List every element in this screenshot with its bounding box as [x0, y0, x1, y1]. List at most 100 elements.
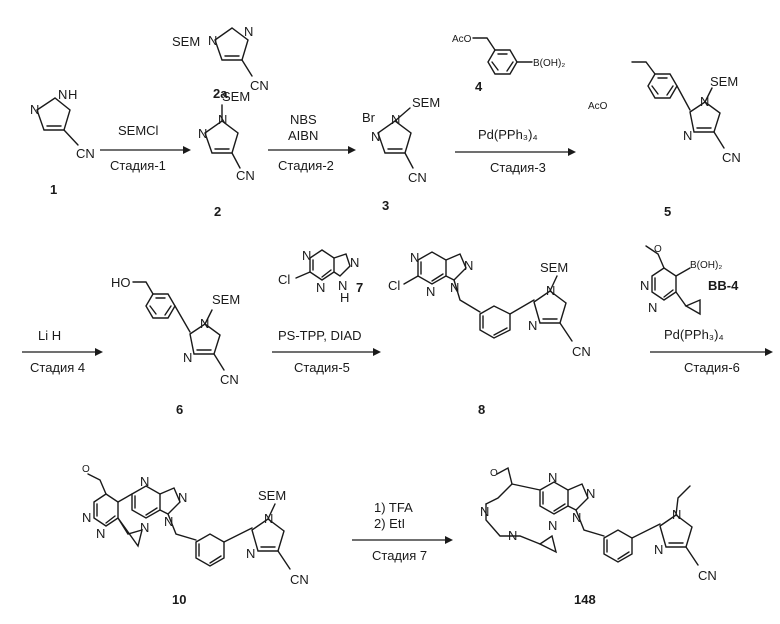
compound-148: O N N N N N N N N CN 148 [480, 468, 717, 607]
atom-n: N [480, 504, 489, 519]
compound-7: Cl N N N N H 7 [278, 248, 363, 305]
atom-cn: CN [408, 170, 427, 185]
atom-n: N [450, 280, 459, 295]
atom-aco: AcO [452, 34, 472, 45]
atom-cn: CN [220, 372, 239, 387]
atom-nh: N [58, 87, 67, 102]
compound-2-label: 2 [214, 204, 221, 219]
step-1-label: Стадия-1 [110, 158, 166, 173]
compound-8: Cl N N N N N N SEM CN 8 [388, 250, 591, 417]
compound-10-label: 10 [172, 592, 186, 607]
step-3-label: Стадия-3 [490, 160, 546, 175]
step-1: SEMCl Стадия-1 [100, 123, 191, 173]
step-4: Li H Стадия 4 [22, 328, 103, 375]
step-7-label: Стадия 7 [372, 548, 427, 563]
atom-n: N [244, 24, 253, 39]
compound-bb4: O B(OH)₂ N N BB-4 [640, 244, 739, 315]
atom-sem: SEM [212, 292, 240, 307]
atom-n: N [548, 470, 557, 485]
atom-n: N [183, 350, 192, 365]
atom-o: O [654, 244, 662, 255]
compound-4: AcO B(OH)₂ 4 [452, 34, 565, 94]
atom-sem: SEM [412, 95, 440, 110]
step-7: 1) TFA 2) EtI Стадия 7 [352, 500, 453, 563]
reagent-pd: Pd(PPh₃)₄ [478, 127, 538, 142]
atom-br: Br [362, 110, 376, 125]
atom-n: N [82, 510, 91, 525]
compound-bb4-label: BB-4 [708, 278, 739, 293]
atom-aco: AcO [588, 101, 608, 112]
atom-n: N [96, 526, 105, 541]
step-4-label: Стадия 4 [30, 360, 85, 375]
atom-n: N [586, 486, 595, 501]
atom-n: N [208, 33, 217, 48]
atom-n: N [464, 258, 473, 273]
atom-ho: HO [111, 275, 131, 290]
atom-cn: CN [722, 150, 741, 165]
atom-cn: CN [76, 146, 95, 161]
compound-2a: SEM N N CN 2a [172, 24, 269, 101]
reagent-ps-tpp: PS-TPP, DIAD [278, 328, 362, 343]
atom-n: N [683, 128, 692, 143]
atom-n: N [140, 474, 149, 489]
atom-sem: SEM [540, 260, 568, 275]
reagent-lih: Li H [38, 328, 61, 343]
atom-n: N [410, 250, 419, 265]
atom-n: N [528, 318, 537, 333]
atom-n: N [640, 278, 649, 293]
reagent-tfa: 1) TFA [374, 500, 413, 515]
atom-o: O [490, 468, 498, 479]
atom-sem: SEM [258, 488, 286, 503]
compound-10: O N N N N N N N N SEM CN 10 [82, 464, 309, 607]
compound-3-label: 3 [382, 198, 389, 213]
atom-n: N [302, 248, 311, 263]
compound-2: N N SEM CN 2 [198, 89, 255, 219]
atom-o: O [82, 464, 90, 475]
atom-n: N [178, 490, 187, 505]
atom-cn: CN [250, 78, 269, 93]
atom-n: N [198, 126, 207, 141]
compound-3: Br N N SEM CN 3 [362, 95, 440, 213]
atom-n: N [140, 520, 149, 535]
atom-h: H [68, 87, 77, 102]
step-5-label: Стадия-5 [294, 360, 350, 375]
atom-n: N [508, 528, 517, 543]
compound-8-label: 8 [478, 402, 485, 417]
atom-n: N [350, 255, 359, 270]
compound-1: N N H CN 1 [30, 87, 95, 197]
atom-n: N [30, 102, 39, 117]
atom-h: H [340, 290, 349, 305]
reagent-eti: 2) EtI [374, 516, 405, 531]
compound-6: HO N N SEM CN 6 [111, 275, 240, 417]
atom-cl: Cl [388, 278, 400, 293]
atom-n: N [316, 280, 325, 295]
step-6-label: Стадия-6 [684, 360, 740, 375]
atom-cn: CN [236, 168, 255, 183]
step-2: NBS AIBN Стадия-2 [268, 112, 356, 173]
atom-sem: SEM [710, 74, 738, 89]
atom-n: N [371, 129, 380, 144]
step-3: Pd(PPh₃)₄ Стадия-3 [455, 127, 576, 175]
compound-5-label: 5 [664, 204, 671, 219]
compound-5: AcO N N SEM CN 5 [588, 62, 741, 219]
atom-n: N [200, 316, 209, 331]
atom-n: N [391, 112, 400, 127]
compound-6-label: 6 [176, 402, 183, 417]
atom-n: N [648, 300, 657, 315]
compound-148-label: 148 [574, 592, 596, 607]
step-5: PS-TPP, DIAD Стадия-5 [272, 328, 381, 375]
reagent-semcl: SEMCl [118, 123, 159, 138]
atom-cn: CN [572, 344, 591, 359]
atom-n: N [264, 511, 273, 526]
atom-n: N [672, 507, 681, 522]
atom-n: N [546, 283, 555, 298]
atom-n: N [218, 112, 227, 127]
atom-b-oh2: B(OH)₂ [690, 260, 722, 271]
compound-1-label: 1 [50, 182, 57, 197]
reagent-nbs: NBS [290, 112, 317, 127]
atom-n: N [246, 546, 255, 561]
atom-n: N [164, 514, 173, 529]
atom-n: N [654, 542, 663, 557]
atom-sem: SEM [172, 34, 200, 49]
